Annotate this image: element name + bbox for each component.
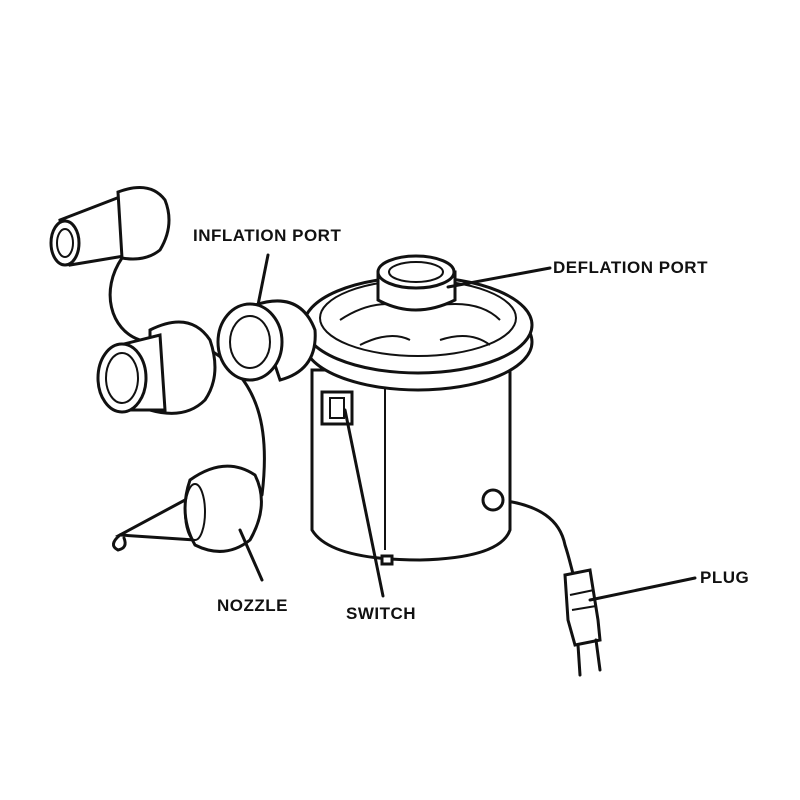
leader-deflation bbox=[446, 266, 552, 289]
large-adapter bbox=[96, 320, 217, 415]
deflation-port bbox=[376, 254, 457, 312]
pump-lid bbox=[302, 275, 534, 392]
pump-body bbox=[310, 368, 512, 566]
label-plug: PLUG bbox=[700, 568, 750, 587]
leader-switch bbox=[343, 408, 385, 598]
cone-adapter bbox=[49, 186, 171, 267]
label-nozzle: NOZZLE bbox=[217, 596, 288, 615]
hose-upper bbox=[108, 256, 142, 342]
leader-inflation bbox=[256, 253, 270, 307]
label-inflation-port: INFLATION PORT bbox=[193, 226, 342, 245]
cord-grommet bbox=[481, 488, 505, 512]
label-switch: SWITCH bbox=[346, 604, 417, 623]
inflation-port bbox=[216, 299, 317, 382]
small-nozzle bbox=[112, 464, 263, 553]
leader-plug bbox=[588, 576, 697, 602]
power-cord bbox=[498, 498, 577, 582]
power-switch bbox=[329, 397, 345, 419]
plug bbox=[563, 568, 602, 677]
label-deflation-port: DEFLATION PORT bbox=[553, 258, 708, 277]
leader-nozzle bbox=[238, 528, 264, 582]
foot bbox=[380, 554, 394, 566]
